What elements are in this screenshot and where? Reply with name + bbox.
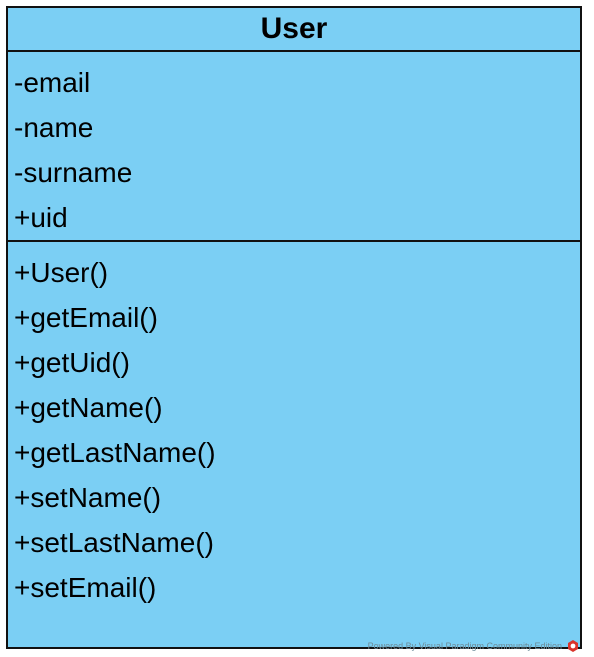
operation-get-last-name: +getLastName() — [14, 437, 216, 468]
attribute-surname: -surname — [14, 157, 133, 188]
attribute-name: -name — [14, 112, 94, 143]
attribute-email: -email — [14, 67, 91, 98]
operation-get-uid: +getUid() — [14, 347, 130, 378]
watermark: Powered By Visual Paradigm Community Edi… — [368, 639, 580, 653]
watermark-text: Powered By Visual Paradigm Community Edi… — [367, 641, 562, 651]
operation-get-name: +getName() — [14, 392, 163, 423]
attributes-compartment: -email -name -surname +uid — [8, 52, 580, 242]
class-name: User — [8, 8, 580, 52]
operation-get-email: +getEmail() — [14, 302, 158, 333]
operation-set-last-name: +setLastName() — [14, 527, 214, 558]
operation-set-name: +setName() — [14, 482, 162, 513]
operation-user-constructor: +User() — [14, 257, 109, 288]
operations-compartment: +User() +getEmail() +getUid() +getName()… — [8, 242, 580, 610]
operation-set-email: +setEmail() — [14, 572, 157, 603]
visual-paradigm-logo-icon — [568, 640, 578, 652]
uml-class-user[interactable]: User -email -name -surname +uid +User() … — [6, 6, 582, 649]
attribute-uid: +uid — [14, 202, 68, 233]
